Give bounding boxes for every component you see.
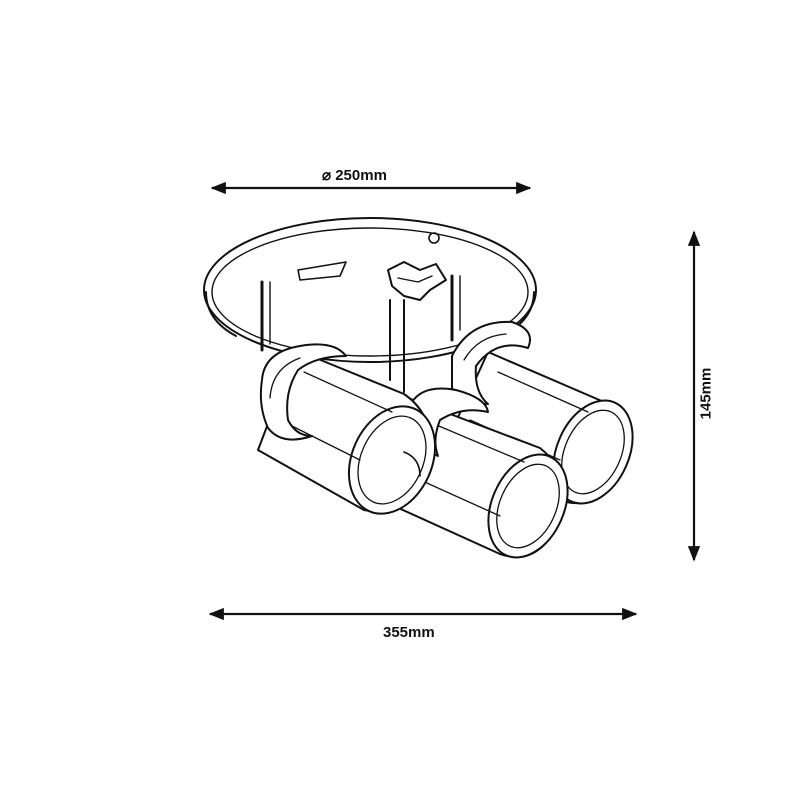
height-label: 145mm xyxy=(697,367,715,420)
diameter-value: 250mm xyxy=(335,167,387,184)
shade-left xyxy=(257,343,437,515)
lamp-drawing xyxy=(203,217,634,559)
center-bracket xyxy=(260,261,461,393)
diameter-label: ⌀ 250mm xyxy=(322,166,387,184)
width-label: 355mm xyxy=(383,624,435,641)
diameter-symbol: ⌀ xyxy=(322,167,332,184)
